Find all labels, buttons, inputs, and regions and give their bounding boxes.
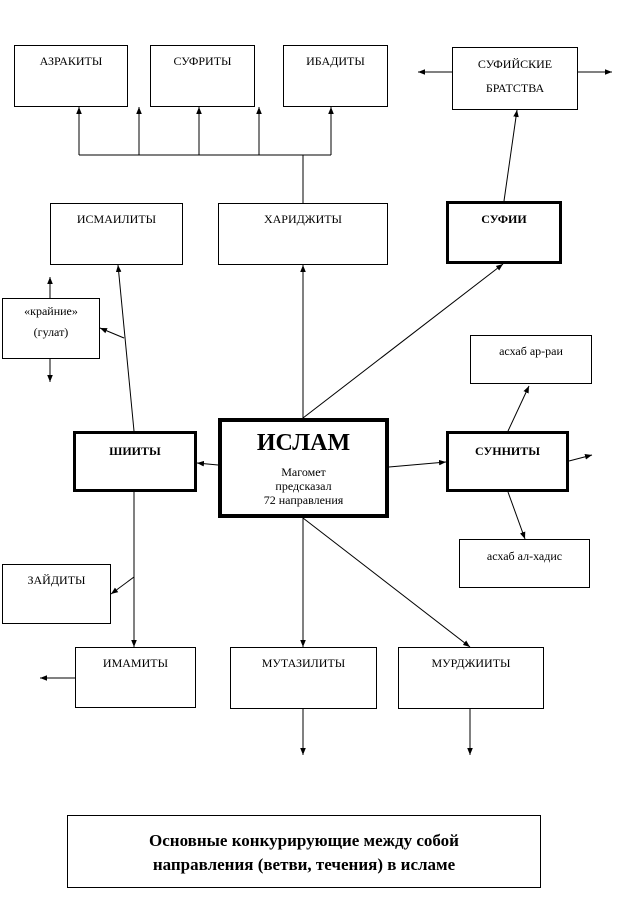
arrow-islam-to-sufii (302, 263, 504, 419)
arrow-shiity-to-extreme (99, 327, 125, 339)
node-sufii-label: СУФИИ (481, 212, 527, 226)
arrow-islam-to-shiity (196, 460, 219, 467)
node-haridzhity: ХАРИДЖИТЫ (218, 203, 388, 265)
node-ismaility-label: ИСМАИЛИТЫ (76, 212, 157, 226)
node-imamity-label: ИМАМИТЫ (102, 656, 169, 670)
node-azrakity: АЗРАКИТЫ (14, 45, 128, 107)
node-islam: ИСЛАМ Магомет предсказал 72 направления (218, 418, 389, 518)
node-haridzhity-label: ХАРИДЖИТЫ (263, 212, 343, 226)
node-ashab-al-hadis: асхаб ал-хадис (459, 539, 590, 588)
node-azrakity-label: АЗРАКИТЫ (39, 54, 103, 68)
node-extreme-line2: (гулат) (33, 325, 69, 339)
node-murdzhiity-label: МУРДЖИИТЫ (431, 656, 511, 670)
node-imamity: ИМАМИТЫ (75, 647, 196, 708)
node-islam-title: ИСЛАМ (256, 430, 351, 456)
node-murdzhiity: МУРДЖИИТЫ (398, 647, 544, 709)
node-ibadity-label: ИБАДИТЫ (306, 54, 365, 68)
node-zaidity: ЗАЙДИТЫ (2, 564, 111, 624)
arrow-shiity-to-ismaility (115, 264, 135, 432)
node-shiity-label: ШИИТЫ (109, 444, 161, 458)
node-extreme-ghulat: «крайние» (гулат) (2, 298, 100, 359)
node-sufi-brotherhoods-line1: СУФИЙСКИЕ (477, 57, 553, 71)
node-mutazility: МУТАЗИЛИТЫ (230, 647, 377, 709)
arrow-islam-to-sunnity (388, 459, 447, 468)
arrow-sunnity-to-ashab-ar-rai (507, 385, 530, 432)
node-islam-sub-line1: Магомет (281, 465, 326, 479)
node-sufrity: СУФРИТЫ (150, 45, 255, 107)
node-ibadity: ИБАДИТЫ (283, 45, 388, 107)
node-shiity: ШИИТЫ (73, 431, 197, 492)
caption-line2: направления (ветви, течения) в исламе (152, 855, 456, 874)
node-ashab-al-hadis-label: асхаб ал-хадис (486, 549, 563, 563)
node-sufii: СУФИИ (446, 201, 562, 264)
node-sunnity: СУННИТЫ (446, 431, 569, 492)
arrow-shiity-to-zaidity (110, 576, 135, 595)
arrow-sunnity-right (568, 454, 593, 462)
node-ashab-ar-rai: асхаб ар-раи (470, 335, 592, 384)
node-sufi-brotherhoods: СУФИЙСКИЕ БРАТСТВА (452, 47, 578, 110)
node-sunnity-label: СУННИТЫ (474, 444, 541, 458)
node-islam-sub-line3: 72 направления (263, 493, 344, 507)
node-sufi-brotherhoods-line2: БРАТСТВА (485, 81, 545, 95)
arrow-sufii-to-brotherhoods (503, 109, 519, 202)
node-mutazility-label: МУТАЗИЛИТЫ (261, 656, 346, 670)
node-zaidity-label: ЗАЙДИТЫ (27, 573, 86, 587)
arrow-sunnity-to-ashab-al-hadis (507, 491, 526, 540)
node-sufrity-label: СУФРИТЫ (173, 54, 232, 68)
arrow-islam-to-murdzhiity (302, 517, 471, 648)
node-ismaility: ИСМАИЛИТЫ (50, 203, 183, 265)
diagram-caption: Основные конкурирующие между собой напра… (67, 815, 541, 888)
node-islam-sub-line2: предсказал (275, 479, 332, 493)
node-ashab-ar-rai-label: асхаб ар-раи (499, 344, 563, 358)
node-extreme-line1: «крайние» (24, 304, 78, 318)
caption-line1: Основные конкурирующие между собой (149, 831, 459, 850)
